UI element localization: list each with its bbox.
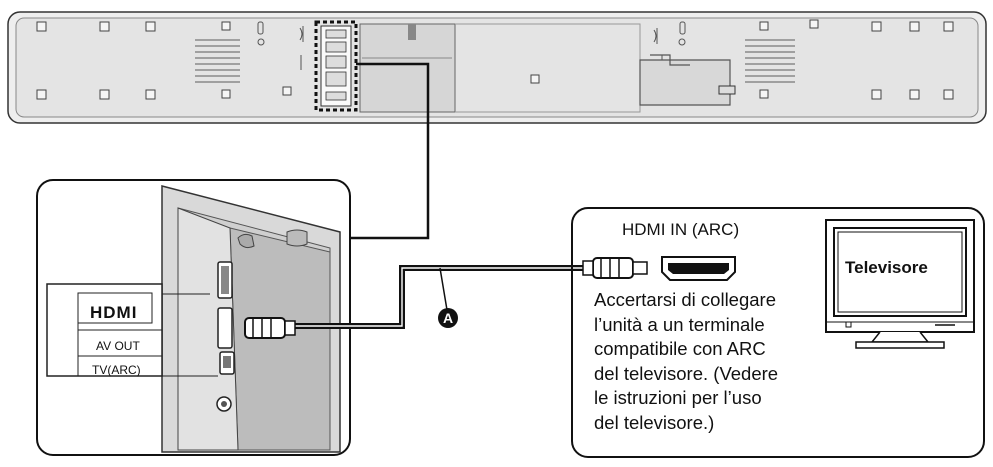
note-line: l’unità a un terminale bbox=[594, 313, 765, 335]
tv-connection-box bbox=[571, 207, 985, 458]
tv-label: Televisore bbox=[845, 258, 928, 277]
tv-arc-label: TV(ARC) bbox=[92, 363, 141, 377]
callout-line bbox=[348, 62, 430, 240]
av-out-label: AV OUT bbox=[96, 339, 140, 353]
hdmi-cable bbox=[244, 257, 648, 339]
note-line: del televisore. (Vedere bbox=[594, 362, 779, 384]
hdmi-logo: HDMI bbox=[90, 303, 138, 322]
note-line: del televisore.) bbox=[594, 411, 715, 433]
hdmi-in-label: HDMI IN (ARC) bbox=[622, 220, 740, 239]
tv-icon bbox=[825, 219, 975, 349]
note-line: le istruzioni per l’uso bbox=[594, 387, 762, 408]
cable-marker bbox=[438, 308, 458, 328]
cable-marker-letter: A bbox=[442, 310, 454, 326]
arc-note: Accertarsi di collegare l’unità a un ter… bbox=[594, 288, 834, 435]
terminal-zoom-view bbox=[36, 179, 351, 456]
soundbar-rear-view bbox=[7, 11, 987, 124]
note-line: Accertarsi di collegare bbox=[594, 289, 776, 310]
note-line: compatibile con ARC bbox=[594, 338, 766, 359]
